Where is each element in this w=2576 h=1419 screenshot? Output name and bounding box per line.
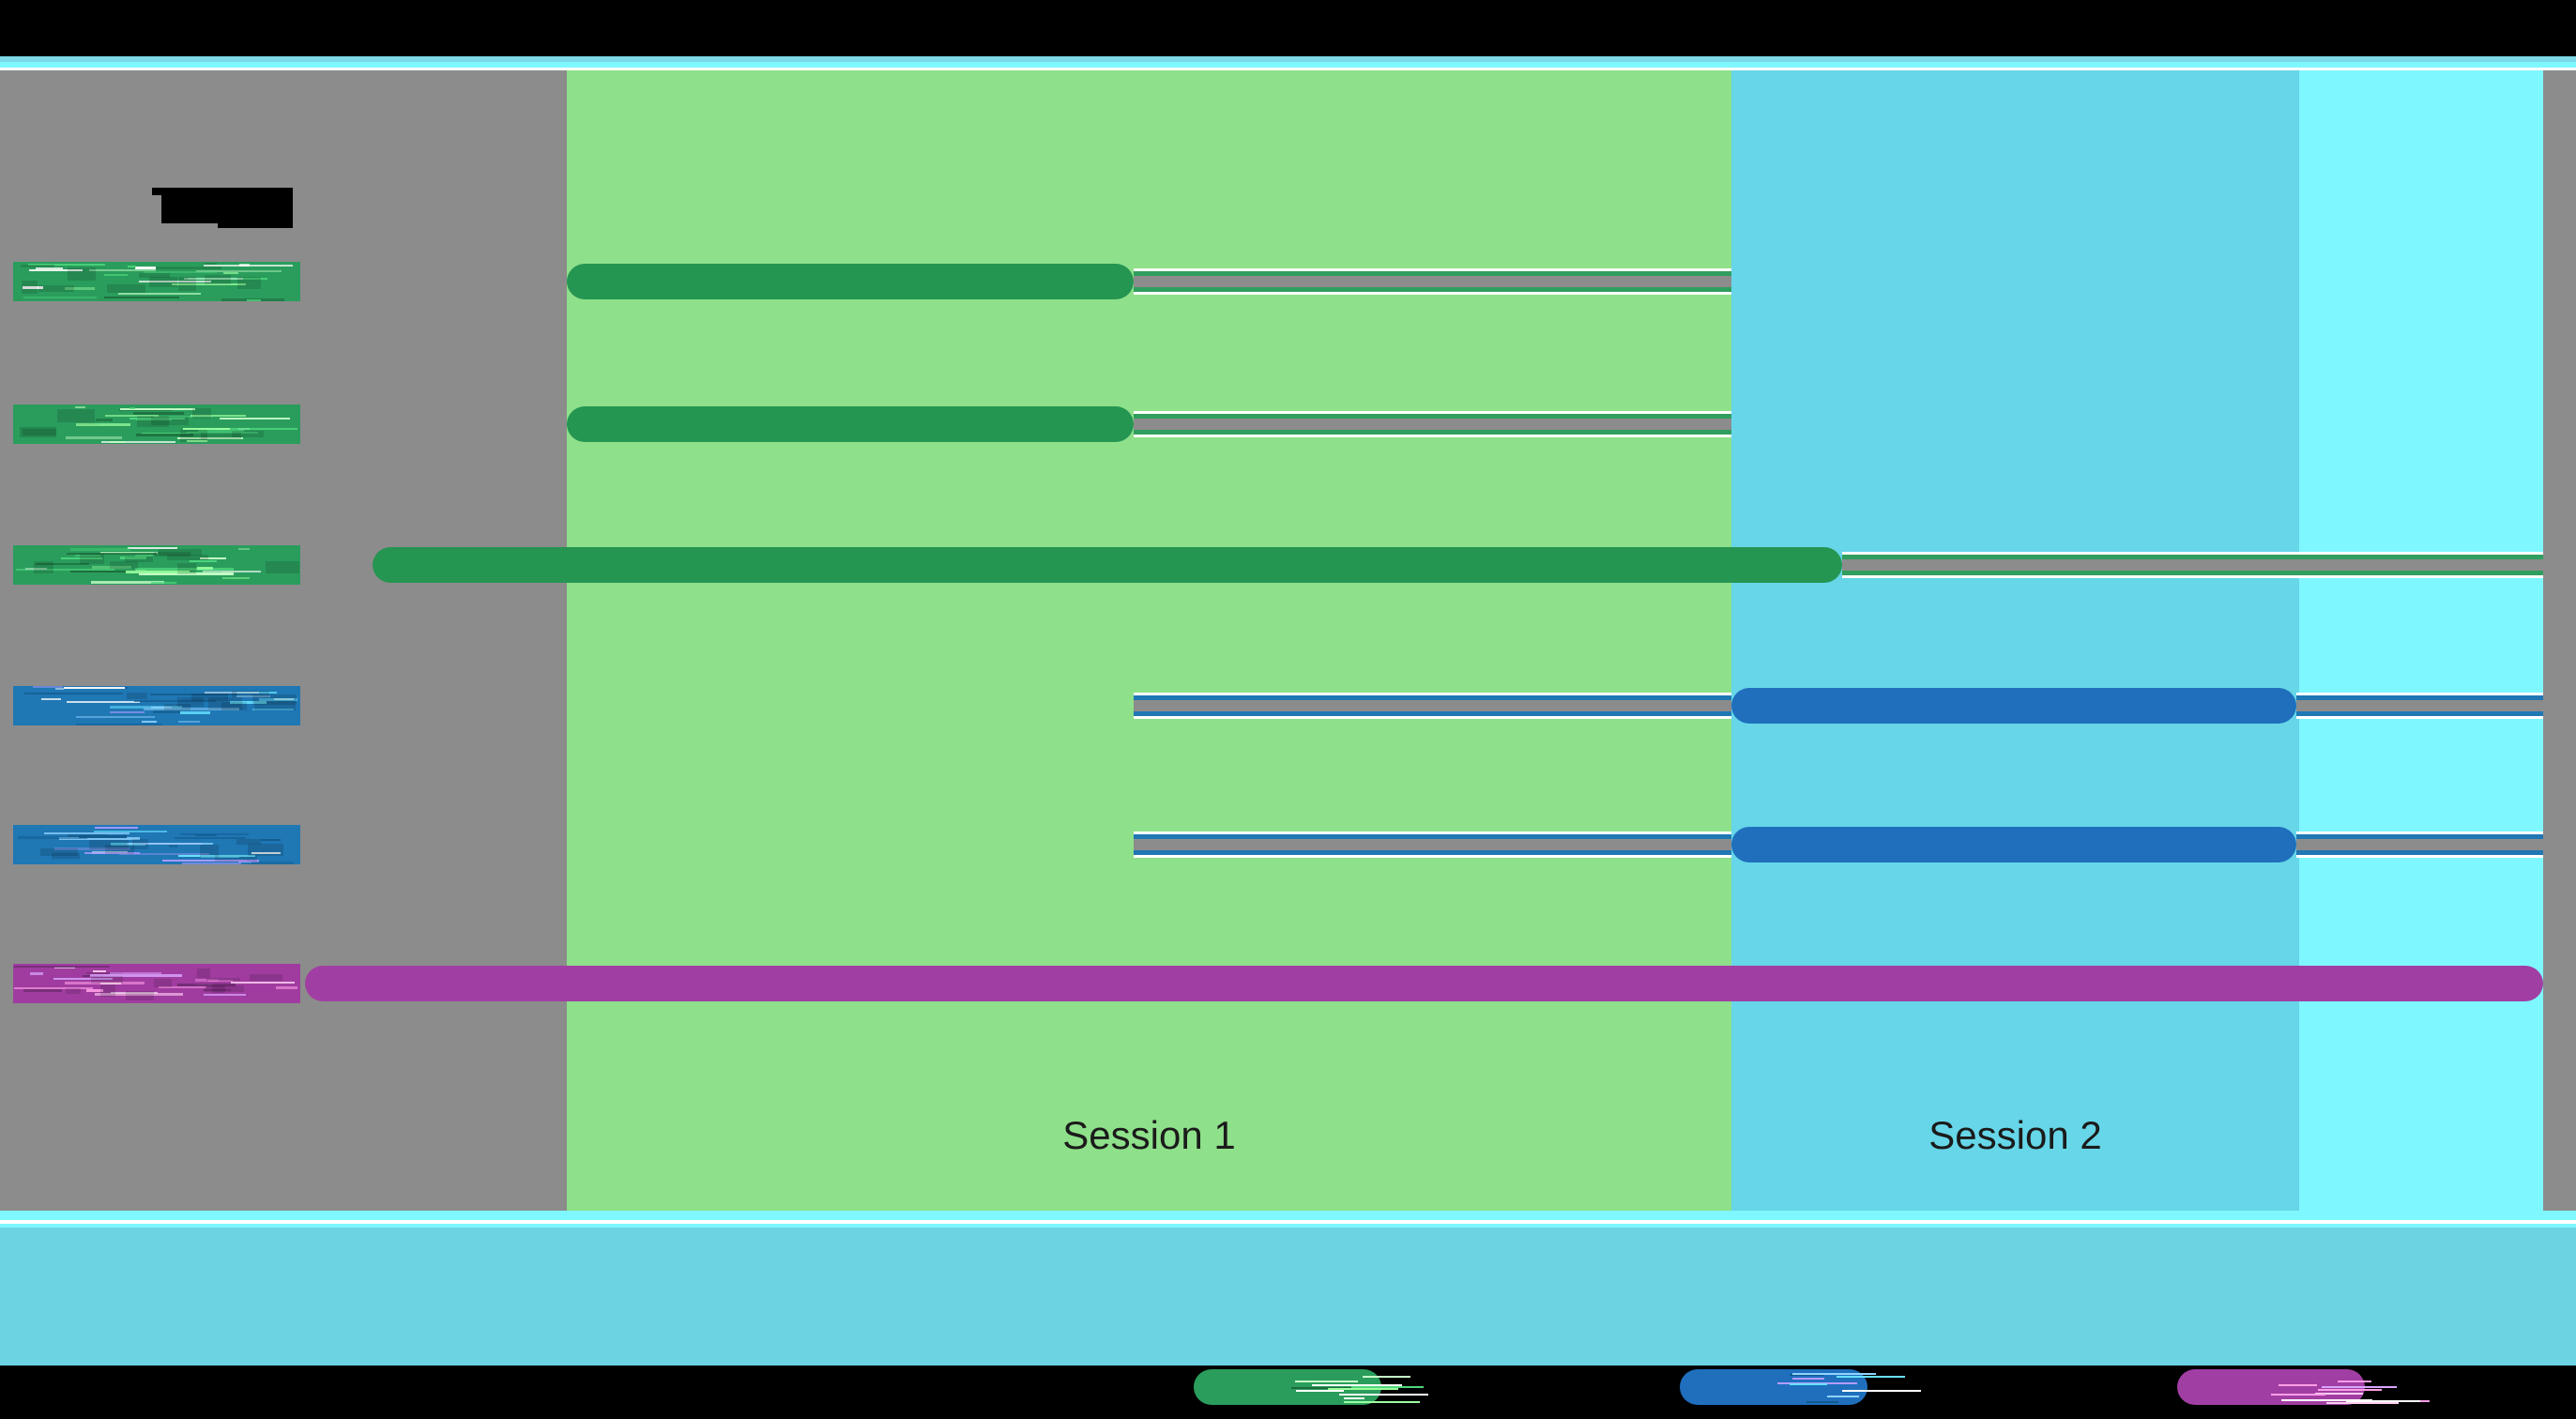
row-label-redacted <box>13 404 300 444</box>
legend-swatch <box>1194 1369 1381 1405</box>
gantt-bar[interactable] <box>305 966 2543 1001</box>
row-label-redacted <box>13 686 300 725</box>
bottom-info-panel <box>0 1228 2576 1366</box>
row-label-redacted <box>13 825 300 864</box>
legend-swatch <box>2177 1369 2365 1405</box>
session-band-1-label: Session 1 <box>567 1113 1731 1158</box>
figure-title-redacted <box>161 188 293 223</box>
reference-line <box>1134 276 1731 287</box>
session-band-3 <box>2299 70 2543 1211</box>
session-band-1: Session 1 <box>567 70 1731 1211</box>
legend-swatch <box>1680 1369 1867 1405</box>
reference-line <box>1134 700 1731 711</box>
gantt-bar[interactable] <box>567 406 1134 442</box>
row-label-redacted <box>13 545 300 585</box>
gantt-bar[interactable] <box>1731 688 2296 724</box>
row-label-redacted <box>13 262 300 301</box>
reference-line <box>2296 839 2543 850</box>
gantt-bar[interactable] <box>567 264 1134 299</box>
gantt-bar[interactable] <box>1731 827 2296 862</box>
reference-line <box>1842 559 2543 571</box>
gantt-plot-area: Session 1 Session 2 <box>0 70 2576 1211</box>
gantt-bar[interactable] <box>373 547 1842 583</box>
bottom-accent-band-a <box>0 1211 2576 1220</box>
reference-line <box>1134 419 1731 430</box>
session-band-2-label: Session 2 <box>1731 1113 2299 1158</box>
reference-line <box>1134 839 1731 850</box>
row-label-gutter <box>0 70 567 1211</box>
reference-line <box>2296 700 2543 711</box>
plot-right-margin <box>2543 70 2576 1211</box>
row-label-redacted <box>13 964 300 1003</box>
session-band-2: Session 2 <box>1731 70 2299 1211</box>
chart-legend <box>0 1366 2576 1419</box>
window-top-frame <box>0 0 2576 56</box>
